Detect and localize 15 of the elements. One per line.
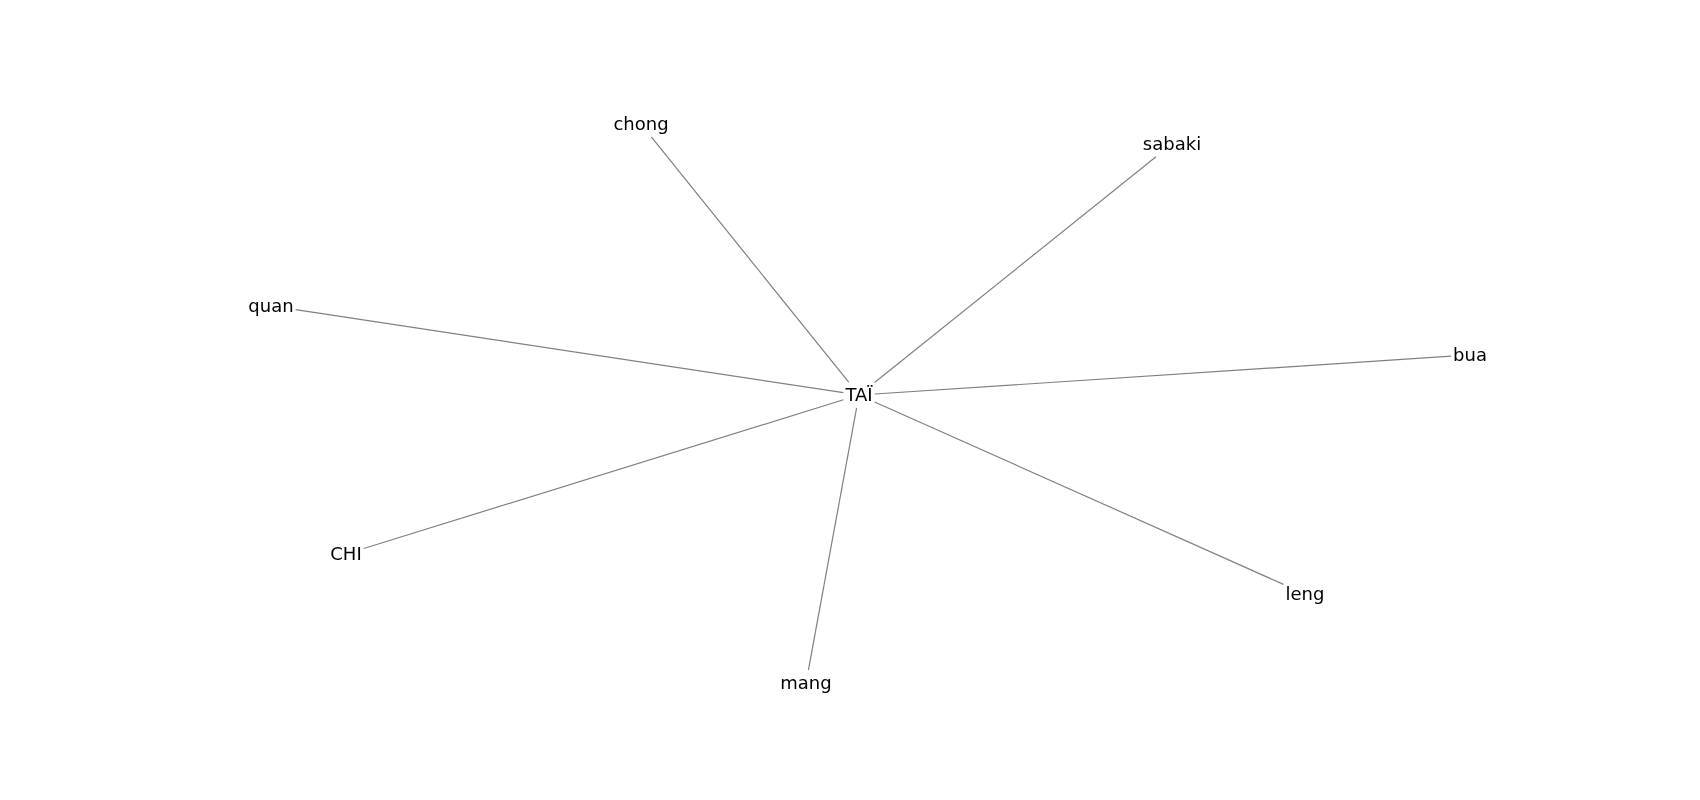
word-label: mang (780, 672, 832, 694)
word-label: leng (1285, 583, 1325, 605)
word-label: TAÏ (845, 384, 873, 406)
connector-line (874, 355, 1452, 395)
word-label: quan (248, 295, 294, 317)
connector-line (874, 156, 1157, 384)
word-label: bua (1453, 344, 1487, 366)
connector-line (295, 309, 844, 394)
connector-line (363, 399, 844, 550)
connector-line (807, 407, 858, 671)
word-label: CHI (330, 543, 362, 565)
word-label: chong (613, 113, 669, 135)
connector-line (874, 401, 1285, 585)
connector-line (650, 136, 850, 383)
word-label: sabaki (1142, 133, 1202, 155)
